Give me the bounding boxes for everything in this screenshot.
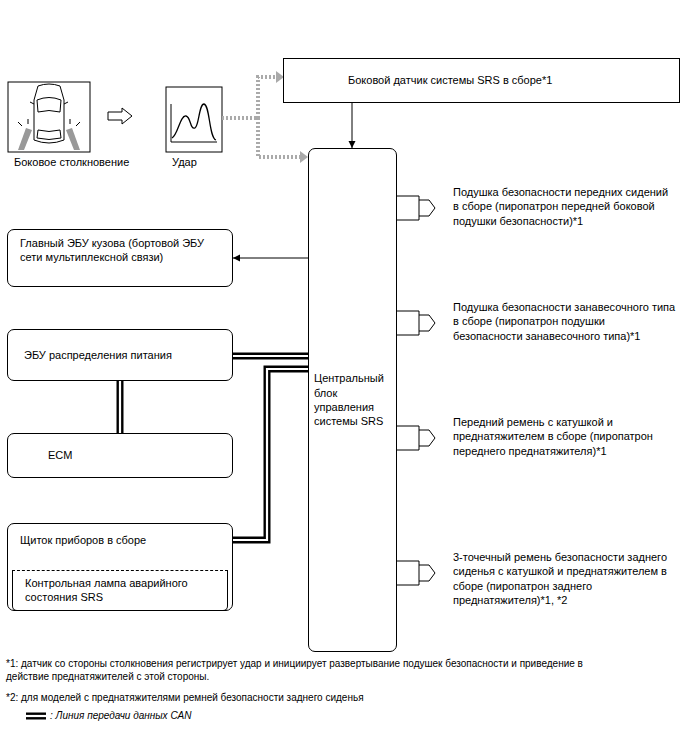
node-text-group: 3-точечный ремень безопасности заднего с… <box>453 550 676 607</box>
ecu-box: ЭБУ распределения питания <box>7 329 233 381</box>
ecu-box: ECM <box>7 433 233 478</box>
illustration-caption: Удар <box>172 155 197 169</box>
car-top-view <box>30 84 68 143</box>
node-label: ЭБУ распределения питания <box>24 348 172 362</box>
node-label: 3-точечный ремень безопасности заднего с… <box>453 550 676 607</box>
node-text-group: Контрольная лампа аварийного состояния S… <box>25 576 215 605</box>
impact-marks <box>18 119 80 126</box>
warning-lamp-box: Контрольная лампа аварийного состояния S… <box>12 570 228 611</box>
can-bus-line <box>233 369 308 540</box>
can-legend-sample <box>26 716 46 717</box>
cluster-box: Щиток приборов в сбореКонтрольная лампа … <box>7 523 233 611</box>
node-label: Подушка безопасности передних сидений в … <box>453 185 676 228</box>
node-label: Главный ЭБУ кузова (бортовой ЭБУ сети му… <box>20 236 220 265</box>
can-bus-line <box>120 381 121 433</box>
graph-frame <box>166 87 222 152</box>
node-text-group: ECM <box>48 448 72 462</box>
pyro-device: Подушка безопасности занавесочного типа … <box>397 298 680 358</box>
node-text-group: Передний ремень с катушкой и преднатяжит… <box>453 415 676 458</box>
footnote: *2: для моделей с преднатяжителями ремне… <box>6 691 666 704</box>
node-text-group: Центральный блок управления системы SRS <box>314 371 391 428</box>
car-frame <box>8 82 90 152</box>
signal-line <box>233 255 308 262</box>
control-unit-box: Центральный блок управления системы SRS <box>308 148 397 652</box>
node-label: Контрольная лампа аварийного состояния S… <box>25 576 215 605</box>
squib-symbol <box>397 558 439 588</box>
node-text-group: Главный ЭБУ кузова (бортовой ЭБУ сети му… <box>20 236 220 265</box>
sensor-box: Боковой датчик системы SRS в сборе*1 <box>283 58 680 103</box>
node-label: Передний ремень с катушкой и преднатяжит… <box>453 415 676 458</box>
illustration-caption: Боковое столкновение <box>14 155 129 169</box>
node-label: Боковой датчик системы SRS в сборе*1 <box>348 73 552 87</box>
node-text-group: ЭБУ распределения питания <box>24 348 172 362</box>
node-label: Щиток приборов в сборе <box>20 533 220 547</box>
arrowhead <box>349 141 356 148</box>
node-text-group: Подушка безопасности передних сидений в … <box>453 185 676 228</box>
pyro-device: Передний ремень с катушкой и преднатяжит… <box>397 413 680 473</box>
node-text-group: Подушка безопасности занавесочного типа … <box>453 300 676 343</box>
pyro-device: 3-точечный ремень безопасности заднего с… <box>397 548 680 609</box>
impact-arrows <box>18 128 80 150</box>
ecu-box: Главный ЭБУ кузова (бортовой ЭБУ сети му… <box>7 229 233 287</box>
arrowhead <box>233 255 240 262</box>
squib-symbol <box>397 308 439 338</box>
node-text-group: Боковой датчик системы SRS в сборе*1 <box>348 73 552 87</box>
graph-axes <box>171 104 217 142</box>
flow-arrow <box>108 108 132 124</box>
node-text-group: Щиток приборов в сборе <box>20 533 220 547</box>
node-label: Подушка безопасности занавесочного типа … <box>453 300 676 343</box>
footnote: *1: датчик со стороны столкновения регис… <box>6 657 606 683</box>
pyro-device: Подушка безопасности передних сидений в … <box>397 183 680 243</box>
signal-line <box>349 103 356 148</box>
squib-symbol <box>397 193 439 223</box>
signal-arrowhead <box>300 151 308 163</box>
can-bus-line <box>233 356 308 357</box>
legend-text: : Линия передачи данных CAN <box>50 709 192 722</box>
node-label: ECM <box>48 448 72 462</box>
squib-symbol <box>397 423 439 453</box>
impact-curve <box>172 104 216 140</box>
node-label: Центральный блок управления системы SRS <box>314 371 391 428</box>
